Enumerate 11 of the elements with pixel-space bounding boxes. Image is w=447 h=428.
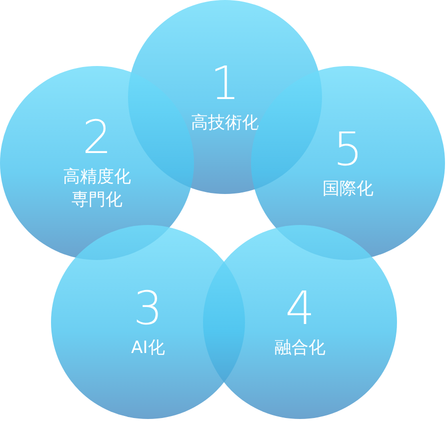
circle-label: 融合化	[274, 336, 326, 360]
circle-label: 高精度化専門化	[62, 166, 132, 212]
circle	[202, 224, 398, 420]
circle-number: 3	[133, 284, 163, 331]
circle-number: 2	[82, 114, 112, 160]
circle-number: 5	[333, 126, 363, 172]
circle-label: AI化	[130, 336, 166, 360]
circle-label: 高技術化	[190, 112, 260, 134]
circle-label: 国際化	[322, 178, 374, 200]
circle-number: 1	[210, 60, 240, 106]
circle-number: 4	[285, 284, 315, 331]
